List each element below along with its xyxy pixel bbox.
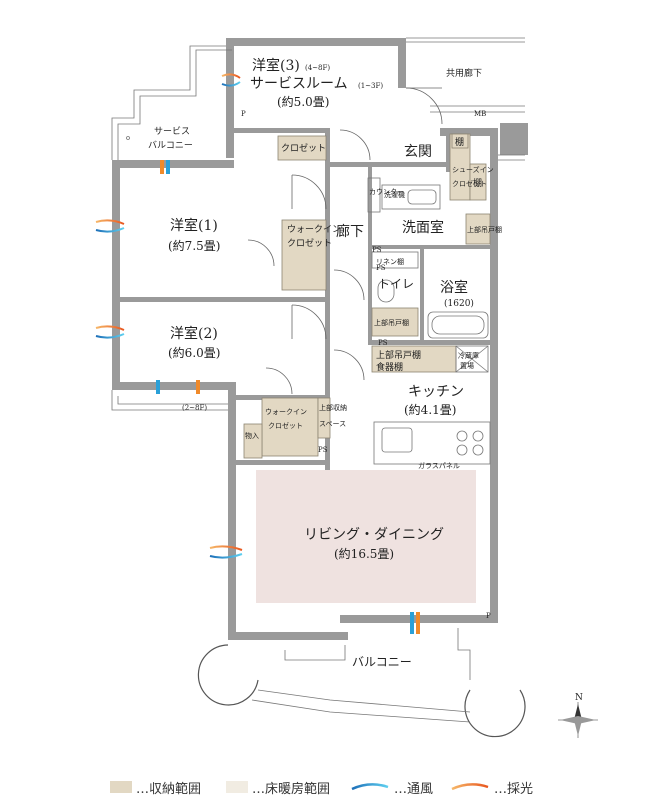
western3-size: (約5.0畳): [277, 94, 329, 109]
closet-western3: [277, 135, 327, 161]
western1-size: (約7.5畳): [168, 238, 220, 253]
mb-mark: MB: [474, 110, 486, 118]
ps-mark-1: PS: [376, 264, 386, 272]
common-corridor-label: 共用廊下: [446, 67, 482, 79]
shoe-storage-space: [317, 397, 331, 439]
doors: [247, 87, 443, 395]
legend-storage-label: …収納範囲: [136, 782, 202, 797]
fridge-label-b: 置場: [460, 361, 474, 370]
ventilation-icon: [351, 783, 389, 791]
storeroom: [243, 423, 263, 459]
vent-west2-bottom: [156, 380, 200, 394]
walkin-closet-2: [261, 397, 319, 457]
walkin-2-label-b: クロゼット: [268, 421, 303, 430]
lower-left-frame: [111, 390, 228, 411]
balcony-outline: [197, 628, 526, 738]
washroom-title: 洗面室: [402, 219, 444, 236]
p-mark-1: P: [241, 110, 246, 118]
shoes-in-label-b: クロゼット: [452, 179, 487, 188]
western3-floor-note: (4~8F): [305, 64, 330, 72]
vent-west1: [95, 219, 125, 233]
ps-mark-3: PS: [318, 446, 328, 454]
walkin-2-label-a: ウォークイン: [265, 408, 307, 416]
vent-living-left: [209, 545, 243, 559]
shoes-in-label-a: シューズイン: [452, 165, 494, 174]
walkin-1-label-b: クロゼット: [287, 237, 332, 249]
upper-cabinet-wash: [465, 213, 491, 245]
legend-heating-label: …床暖房範囲: [252, 782, 331, 797]
vent-west3: [221, 73, 241, 87]
shelf-side-label: 棚: [473, 177, 482, 189]
fridge-label-a: 冷蔵庫: [458, 351, 479, 360]
vent-living-bottom: [410, 612, 420, 634]
service-balcony-outline: [111, 45, 232, 160]
storage-areas: [243, 133, 491, 459]
service-balcony-label-2: バルコニー: [148, 140, 193, 151]
p-mark-2: P: [486, 612, 491, 620]
living-title: リビング・ダイニング: [304, 527, 444, 543]
legend-ventilation-label: …通風: [394, 782, 434, 797]
shelf-top: [451, 133, 469, 149]
floor-range-mark: (2~8F): [182, 404, 207, 412]
living-size: (約16.5畳): [334, 546, 394, 561]
hallway-label: 廊下: [336, 223, 364, 240]
kitchen-title: キッチン: [408, 384, 464, 400]
western2-size: (約6.0畳): [168, 345, 220, 360]
ps-mark-2: PS: [378, 339, 388, 347]
walkin-closet-1: [281, 219, 327, 291]
storeroom-label: 物入: [245, 431, 259, 440]
glass-panel-label: ガラスパネル: [418, 461, 460, 470]
interior-walls: [120, 128, 493, 470]
service-room-label: サービスルーム: [250, 76, 348, 92]
walkin-1-label-a: ウォークイン: [287, 224, 341, 235]
upper-cabinet-kitchen-label: 上部吊戸棚: [376, 349, 421, 361]
vent-service-balcony: [160, 160, 170, 174]
balcony-label: バルコニー: [352, 655, 412, 669]
daylight-icon: [451, 783, 489, 791]
closet-w3-label: クロゼット: [281, 142, 326, 154]
service-room-floor-note: (1~3F): [358, 82, 383, 90]
legend-storage-swatch: [110, 781, 132, 793]
legend-heating-swatch: [226, 781, 248, 793]
washer-label: 洗濯機: [384, 190, 405, 199]
legend: …収納範囲 …床暖房範囲 …通風 …採光: [0, 770, 670, 800]
upper-cabinet-wash-label: 上部吊戸棚: [467, 225, 502, 234]
entrance-label: 玄関: [404, 143, 432, 160]
legend-daylight-label: …採光: [494, 782, 534, 797]
shoe-counter-label: 上部収納: [319, 403, 347, 412]
upper-cabinet-toilet-label: 上部吊戸棚: [374, 318, 409, 327]
western1-title: 洋室(1): [170, 217, 218, 234]
ventilation-daylight-marks: [95, 73, 420, 634]
north-label: N: [575, 693, 583, 703]
common-corridor-lines: [406, 37, 525, 161]
shelf-top-label: 棚: [455, 136, 464, 148]
western3-title: 洋室(3): [252, 57, 300, 74]
ps-mark-4: PS: [372, 246, 382, 254]
toilet-label: トイレ: [378, 277, 414, 291]
shelf-side: [469, 163, 487, 201]
bathroom-size: (1620): [444, 298, 474, 309]
vent-west2: [95, 325, 125, 339]
north-compass: N: [558, 693, 598, 738]
dish-cabinet-label: 食器棚: [376, 361, 403, 373]
upper-cabinet-toilet: [371, 307, 419, 337]
fixtures: [367, 177, 491, 465]
western2-title: 洋室(2): [170, 325, 218, 342]
outer-walls: [112, 38, 528, 640]
floor-heating-area: [256, 470, 476, 603]
service-balcony-label-1: サービス: [154, 126, 190, 137]
kitchen-cabinet: [371, 345, 457, 373]
space-label: スペース: [319, 420, 346, 428]
bathroom-title: 浴室: [440, 279, 468, 296]
kitchen-size: (約4.1畳): [404, 402, 456, 417]
counter-label: カウンター: [369, 187, 404, 196]
linen-label: リネン棚: [376, 257, 404, 266]
